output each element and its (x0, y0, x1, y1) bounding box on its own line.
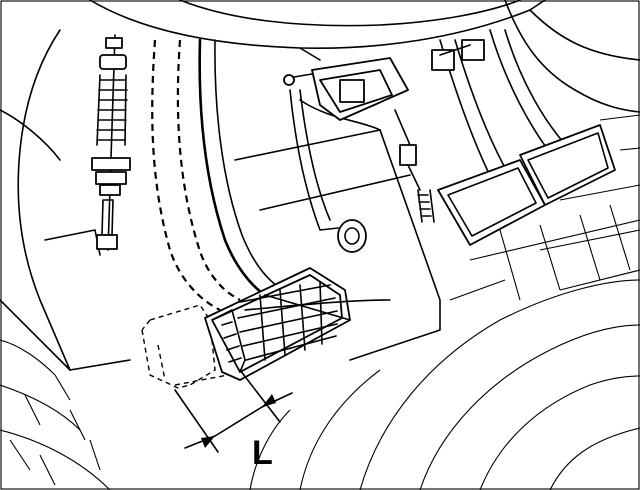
adjuster-nut-top (105, 37, 123, 49)
accelerator-arm (198, 38, 281, 297)
accelerator-pedal-pad (204, 267, 351, 381)
floor-carpet (249, 114, 640, 490)
dimension-label: L (252, 434, 273, 472)
left-wall (0, 29, 131, 490)
dimension-l (174, 369, 293, 453)
pedal-stopper (289, 89, 367, 253)
brake-clutch-pedals (431, 29, 616, 246)
cable-adjuster (91, 34, 131, 251)
pedal-tread (237, 281, 338, 361)
pedal-travel-path (141, 39, 241, 389)
stop-lamp-switch (283, 57, 435, 223)
dimension-arrow-left (201, 436, 215, 448)
dashboard (89, 0, 640, 113)
dimension-arrow-right (262, 394, 276, 407)
